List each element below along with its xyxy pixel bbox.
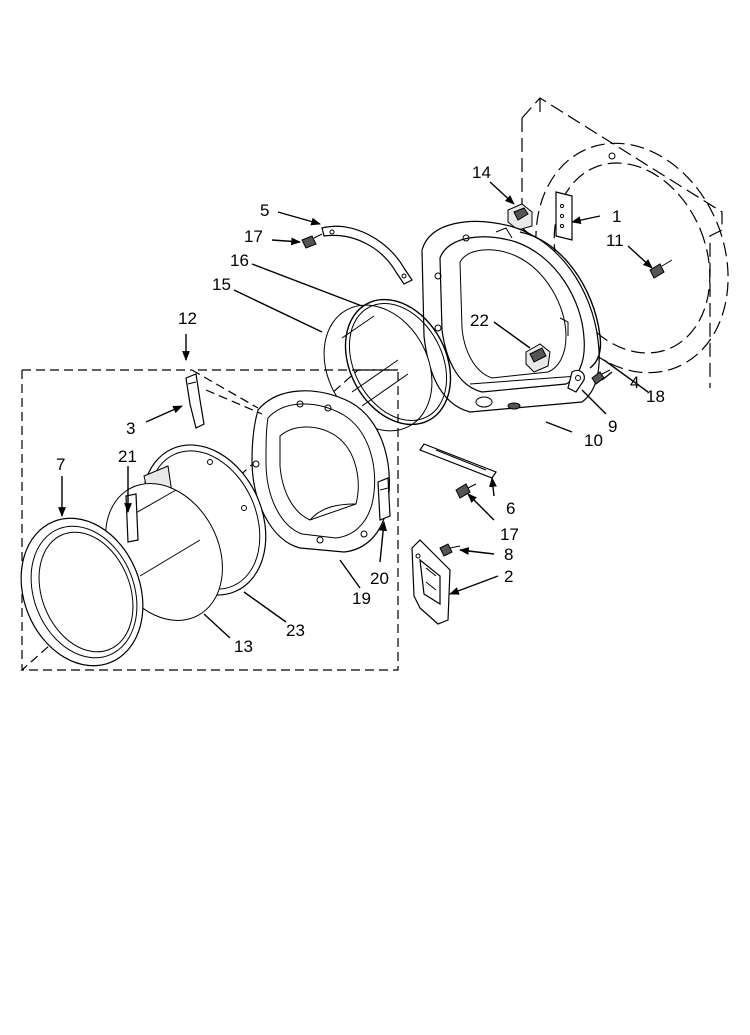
part-7-outer-ring (20, 517, 144, 667)
part-2-hinge (411, 539, 451, 625)
callout-7: 7 (56, 455, 65, 474)
part-1-strip (555, 191, 573, 241)
callout-5: 5 (260, 201, 269, 220)
callout-8: 8 (504, 545, 513, 564)
part-9-hinge (567, 369, 585, 393)
part-3-clip (185, 373, 205, 429)
assembly-box (20, 369, 399, 671)
callout-3: 3 (126, 419, 135, 438)
alignment-line (205, 389, 263, 415)
part-17-screw-top (301, 233, 323, 249)
callout-1: 1 (612, 207, 621, 226)
part-14-strike (507, 203, 533, 231)
part-20-bracket (377, 477, 391, 521)
part-8-screw (439, 543, 461, 557)
part-22-latch (525, 343, 551, 373)
callout-22: 22 (470, 311, 489, 330)
callout-18: 18 (646, 387, 665, 406)
part-18-gasket (519, 231, 602, 369)
part-5-bracket (321, 225, 413, 285)
part-16-gasket (344, 298, 452, 426)
callout-15: 15 (212, 275, 231, 294)
callout-17-top: 17 (244, 227, 263, 246)
part-11-screw (649, 259, 673, 279)
callout-21: 21 (118, 447, 137, 466)
callout-10: 10 (584, 431, 603, 450)
part-17-screw-bottom (455, 483, 477, 499)
callout-23: 23 (286, 621, 305, 640)
part-19-inner-door (251, 390, 390, 553)
callout-19: 19 (352, 589, 371, 608)
part-6-bar (419, 443, 497, 479)
callout-4: 4 (630, 373, 639, 392)
callout-9: 9 (608, 417, 617, 436)
callout-12: 12 (178, 309, 197, 328)
leader-lines (58, 181, 653, 639)
callout-13: 13 (234, 637, 253, 656)
callout-11: 11 (606, 231, 624, 250)
callout-2: 2 (504, 567, 513, 586)
callout-17-bottom: 17 (500, 525, 519, 544)
callout-6: 6 (506, 499, 515, 518)
callout-14: 14 (472, 163, 491, 182)
callout-16: 16 (230, 251, 249, 270)
callout-20: 20 (370, 569, 389, 588)
